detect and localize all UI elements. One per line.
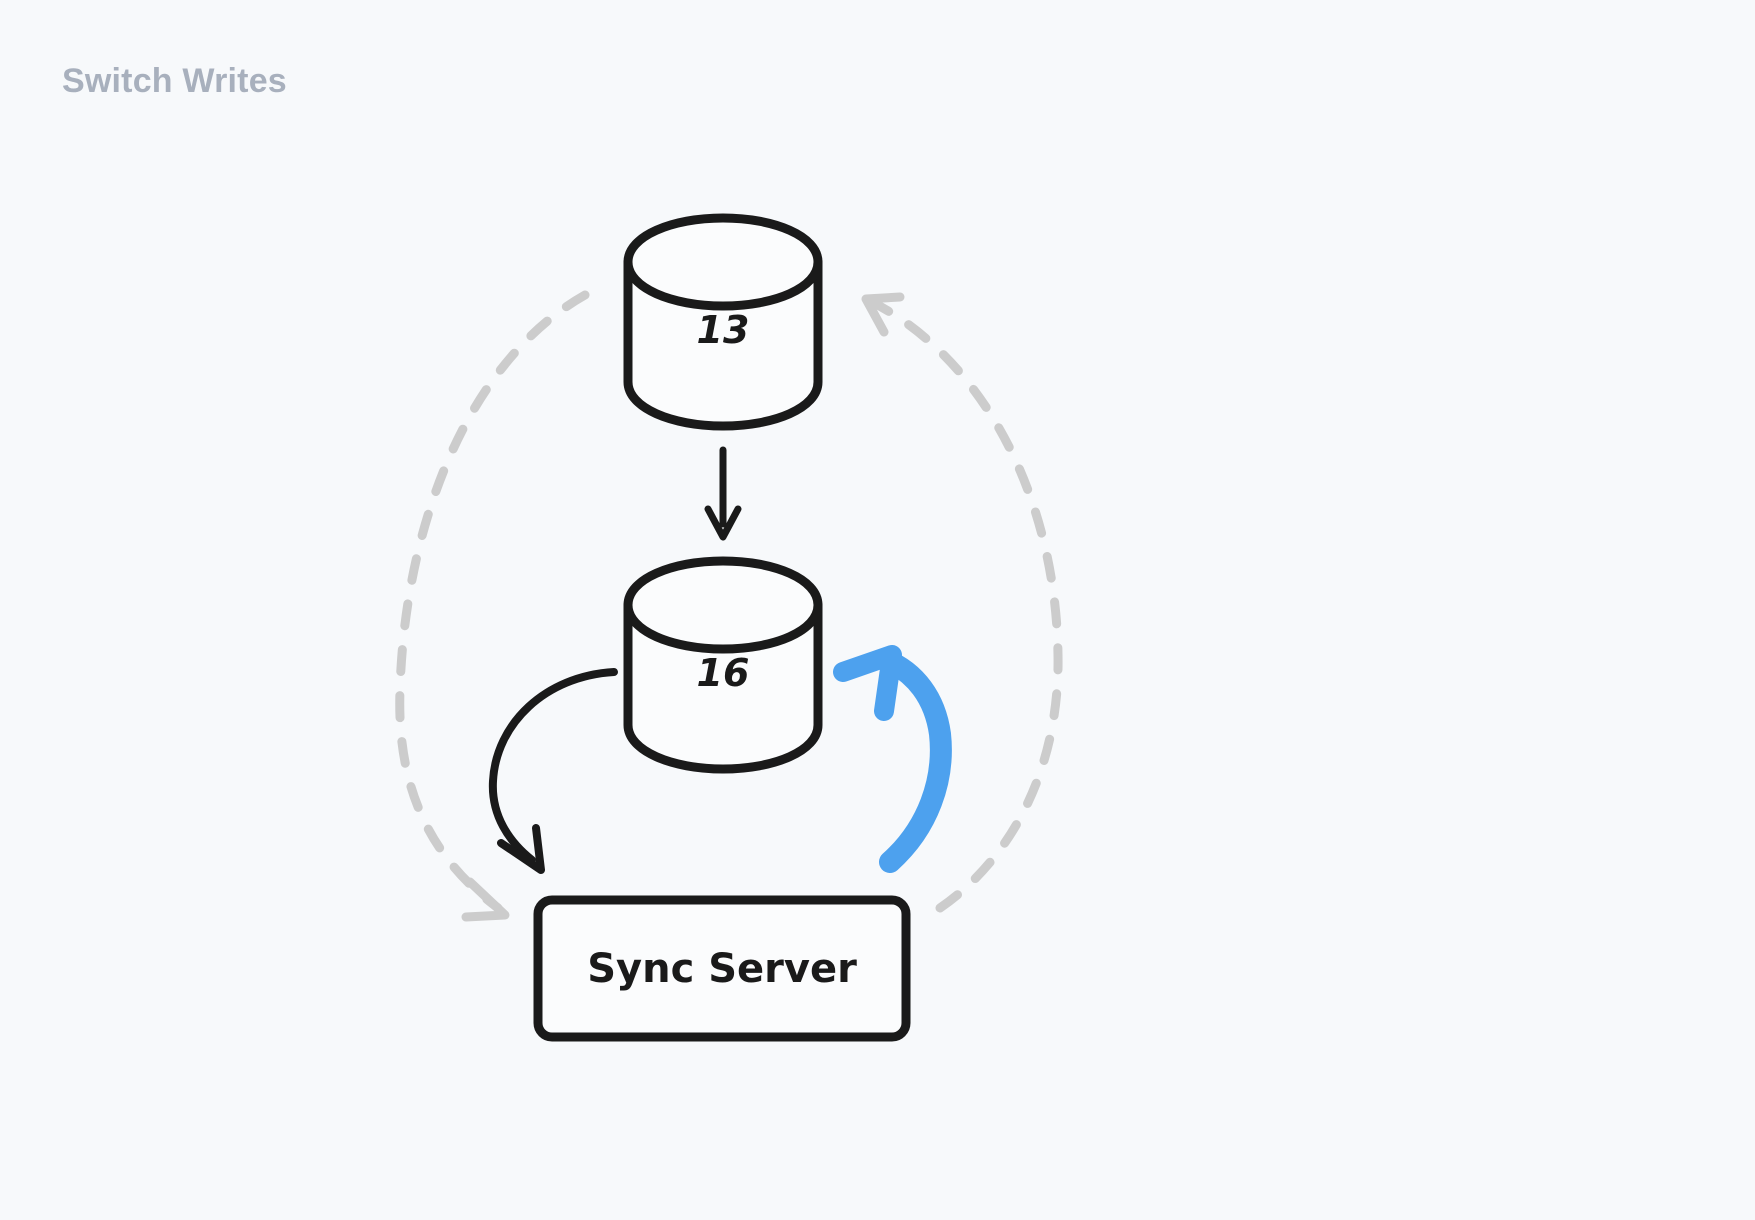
db-bottom-rim bbox=[623, 600, 823, 654]
blue-curve-arrowhead bbox=[833, 645, 902, 721]
db-top-rim bbox=[623, 257, 823, 311]
db-top-label: 13 bbox=[697, 308, 750, 352]
db-bottom-body bbox=[623, 556, 823, 774]
arrow-down-head bbox=[704, 505, 742, 541]
edge-db-top-to-db-bottom bbox=[704, 446, 742, 541]
page-title: Switch Writes bbox=[62, 62, 287, 100]
black-curve-arrowhead bbox=[497, 824, 545, 874]
sync-server-rect bbox=[533, 895, 911, 1042]
db-top-body bbox=[623, 213, 823, 431]
blue-curve-shaft bbox=[875, 649, 952, 873]
edge-sync-server-to-db-top-dashed bbox=[861, 292, 1063, 913]
edge-sync-server-to-db-bottom bbox=[833, 645, 952, 873]
db-bottom-cylinder[interactable]: 16 bbox=[623, 556, 823, 774]
db-bottom-label: 16 bbox=[697, 651, 750, 695]
sync-server-label: Sync Server bbox=[587, 946, 857, 992]
dashed-arc-left-path bbox=[395, 290, 590, 913]
db-top-cylinder[interactable]: 13 bbox=[623, 213, 823, 431]
black-curve-shaft bbox=[488, 668, 618, 864]
dashed-arc-left-arrowhead bbox=[461, 877, 510, 922]
dashed-arc-right-path bbox=[867, 297, 1063, 913]
sync-server-box[interactable]: Sync Server bbox=[533, 895, 911, 1042]
edge-db-bottom-to-sync-server bbox=[488, 668, 618, 874]
edge-db-top-to-sync-server-dashed bbox=[395, 290, 590, 922]
dashed-arc-right-arrowhead bbox=[861, 292, 905, 337]
